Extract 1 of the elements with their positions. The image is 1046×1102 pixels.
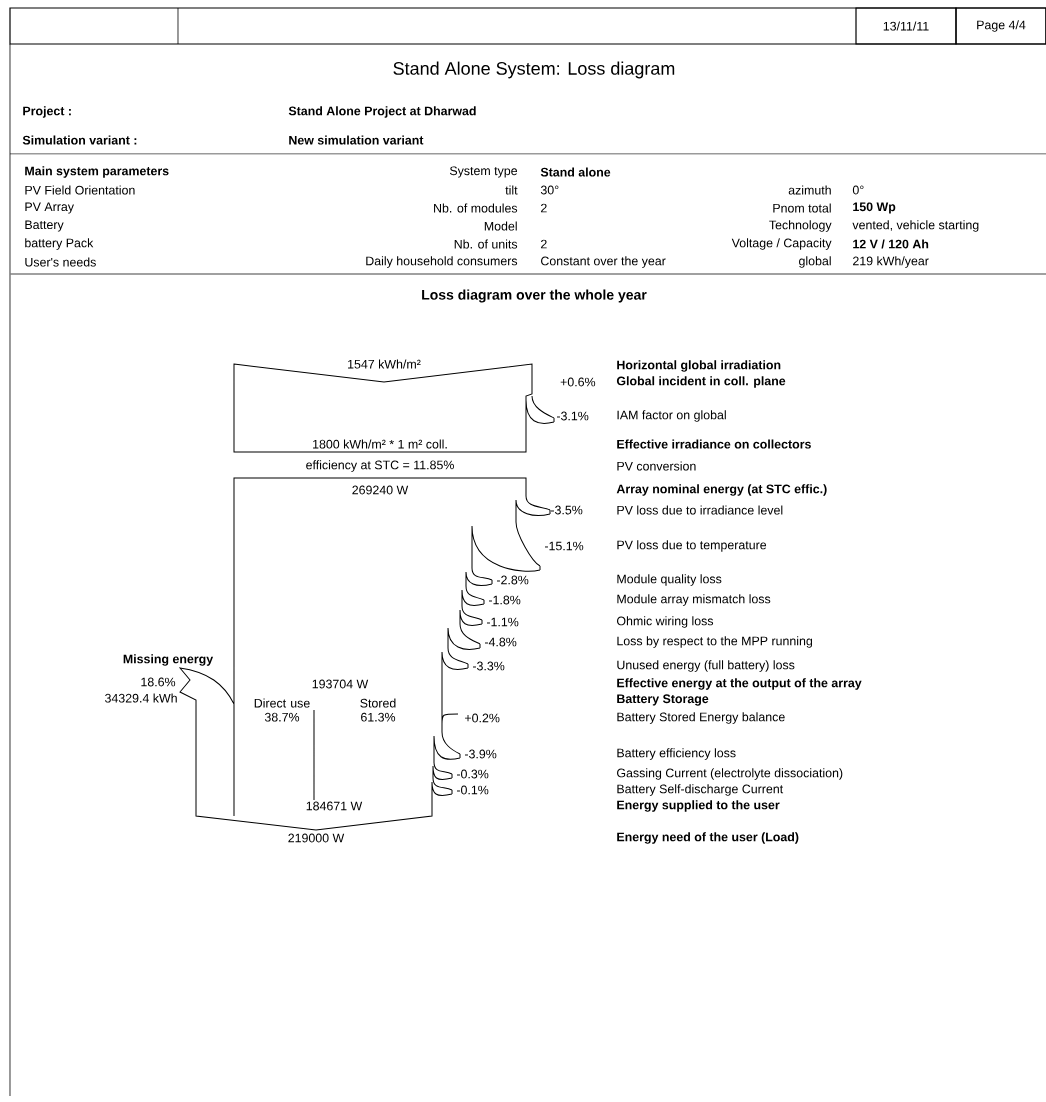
page-title: Stand Alone System: Loss diagram bbox=[393, 61, 675, 79]
